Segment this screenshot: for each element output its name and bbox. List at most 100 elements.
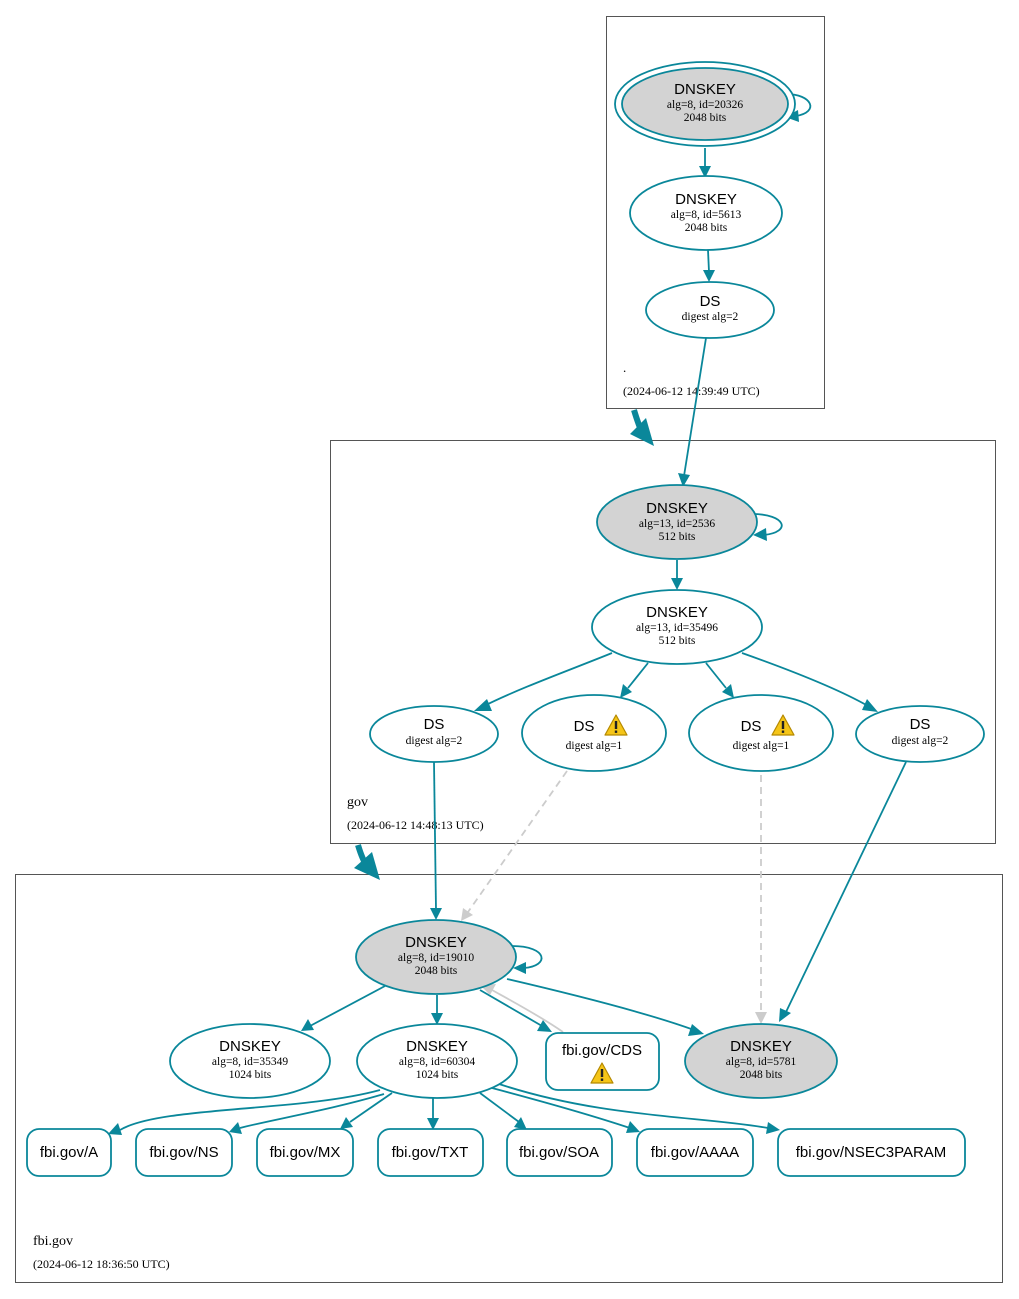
node-gov-ds-2-title: DS — [574, 718, 595, 735]
edge-gov-zsk-to-ds-4 — [741, 652, 878, 712]
node-gov-ds-1[interactable]: DS digest alg=2 — [369, 705, 499, 763]
zone-gov-name: gov — [347, 795, 368, 810]
rrset-label: fbi.gov/NSEC3PARAM — [796, 1144, 947, 1161]
node-rrset-soa[interactable]: fbi.gov/SOA — [506, 1128, 613, 1177]
node-rrset-nsec3param[interactable]: fbi.gov/NSEC3PARAM — [777, 1128, 966, 1177]
node-gov-zsk-id: alg=13, id=35496 — [636, 622, 718, 634]
edge-fbi-zsk-to-rrset-mx — [340, 1092, 393, 1129]
node-fbi-zsk[interactable]: DNSKEY alg=8, id=60304 1024 bits — [356, 1023, 518, 1099]
zone-fbi: fbi.gov (2024-06-12 18:36:50 UTC) — [15, 874, 1003, 1283]
edge-fbi-zsk-to-rrset-aaaa — [491, 1087, 640, 1133]
node-root-ksk[interactable]: DNSKEY alg=8, id=20326 2048 bits — [614, 61, 796, 147]
node-fbi-ksk-bits: 2048 bits — [415, 965, 458, 977]
edge-fbi-zsk-to-rrset-a — [108, 1089, 381, 1135]
node-fbi-cds[interactable]: fbi.gov/CDS — [545, 1032, 660, 1091]
node-gov-zsk-title: DNSKEY — [646, 604, 708, 621]
edge-gov-zsk-to-ds-2 — [620, 662, 649, 698]
node-fbi-key-5781-title: DNSKEY — [730, 1038, 792, 1055]
node-fbi-zsk-id: alg=8, id=60304 — [399, 1056, 475, 1068]
edge-gov-ds-4-to-fbi-key5781 — [779, 761, 907, 1022]
edge-fbi-ksk-to-key5781 — [506, 978, 704, 1036]
node-fbi-zsk-title: DNSKEY — [406, 1038, 468, 1055]
node-gov-ds-4-title: DS — [910, 716, 931, 733]
node-gov-zsk-bits: 512 bits — [659, 635, 696, 647]
edge-gov-zsk-to-ds-1 — [474, 652, 613, 711]
node-gov-ds-2[interactable]: DS digest alg=1 — [521, 694, 667, 772]
node-rrset-txt[interactable]: fbi.gov/TXT — [377, 1128, 484, 1177]
node-fbi-key-35349-title: DNSKEY — [219, 1038, 281, 1055]
rrset-label: fbi.gov/AAAA — [651, 1144, 739, 1161]
node-gov-ds-1-digest: digest alg=2 — [406, 735, 463, 747]
node-gov-zsk[interactable]: DNSKEY alg=13, id=35496 512 bits — [591, 589, 763, 665]
edge-fbi-zsk-to-rrset-txt — [427, 1098, 439, 1130]
edge-gov-zsk-to-ds-3 — [705, 662, 734, 698]
node-root-zsk-title: DNSKEY — [675, 191, 737, 208]
node-rrset-ns[interactable]: fbi.gov/NS — [135, 1128, 233, 1177]
node-gov-ksk-title: DNSKEY — [646, 500, 708, 517]
node-fbi-zsk-bits: 1024 bits — [416, 1069, 459, 1081]
node-fbi-ksk-id: alg=8, id=19010 — [398, 952, 474, 964]
edge-root-ksk-to-zsk — [699, 148, 711, 178]
node-fbi-key-5781[interactable]: DNSKEY alg=8, id=5781 2048 bits — [684, 1023, 838, 1099]
zone-gov-box — [330, 440, 996, 844]
edge-fbi-zsk-to-rrset-ns — [229, 1093, 385, 1134]
zone-fbi-name: fbi.gov — [33, 1234, 73, 1249]
edge-root-ds-to-gov-ksk — [678, 337, 707, 487]
node-gov-ds-3[interactable]: DS digest alg=1 — [688, 694, 834, 772]
zone-fbi-box — [15, 874, 1003, 1283]
edge-gov-ds-1-to-fbi-ksk — [430, 761, 442, 920]
edge-gov-ksk-to-zsk — [671, 560, 683, 590]
node-root-ds[interactable]: DS digest alg=2 — [645, 281, 775, 339]
node-fbi-ksk[interactable]: DNSKEY alg=8, id=19010 2048 bits — [355, 919, 517, 995]
node-root-zsk[interactable]: DNSKEY alg=8, id=5613 2048 bits — [629, 175, 783, 251]
node-fbi-key-5781-bits: 2048 bits — [740, 1069, 783, 1081]
rrset-label: fbi.gov/NS — [149, 1144, 218, 1161]
node-gov-ds-3-digest: digest alg=1 — [733, 740, 790, 752]
node-gov-ksk-bits: 512 bits — [659, 531, 696, 543]
node-root-zsk-bits: 2048 bits — [685, 222, 728, 234]
node-gov-ds-4-digest: digest alg=2 — [892, 735, 949, 747]
zone-fbi-timestamp: (2024-06-12 18:36:50 UTC) — [33, 1257, 170, 1271]
edge-fbi-zsk-to-rrset-nsec3param — [495, 1082, 780, 1134]
node-rrset-a[interactable]: fbi.gov/A — [26, 1128, 112, 1177]
rrset-label: fbi.gov/A — [40, 1144, 98, 1161]
node-rrset-aaaa[interactable]: fbi.gov/AAAA — [636, 1128, 754, 1177]
node-rrset-mx[interactable]: fbi.gov/MX — [256, 1128, 354, 1177]
node-gov-ds-3-title: DS — [741, 718, 762, 735]
edge-fbi-ksk-to-zsk — [431, 995, 443, 1025]
delegation-gov-to-fbi — [354, 844, 380, 880]
zone-root: . (2024-06-12 14:39:49 UTC) — [606, 16, 825, 409]
edge-fbi-ksk-to-cds — [479, 989, 552, 1032]
node-root-ksk-title: DNSKEY — [674, 81, 736, 98]
rrset-label: fbi.gov/TXT — [392, 1144, 469, 1161]
edge-fbi-ksk-to-key35349 — [301, 985, 386, 1031]
node-fbi-key-35349[interactable]: DNSKEY alg=8, id=35349 1024 bits — [169, 1023, 331, 1099]
node-root-ksk-id: alg=8, id=20326 — [667, 99, 743, 111]
node-root-ksk-bits: 2048 bits — [684, 112, 727, 124]
edge-gov-ds-2-to-fbi-ksk — [461, 770, 568, 921]
node-root-ds-digest: digest alg=2 — [682, 311, 739, 323]
edge-fbi-ksk-self — [511, 945, 543, 974]
edge-gov-ds-3-to-fbi-key5781 — [755, 775, 767, 1024]
node-gov-ksk[interactable]: DNSKEY alg=13, id=2536 512 bits — [596, 484, 758, 560]
edge-gov-ksk-self — [751, 513, 783, 541]
node-fbi-cds-label: fbi.gov/CDS — [562, 1042, 642, 1059]
zone-root-name: . — [623, 360, 626, 375]
delegation-root-to-gov — [630, 409, 654, 446]
node-gov-ds-4[interactable]: DS digest alg=2 — [855, 705, 985, 763]
node-fbi-key-5781-id: alg=8, id=5781 — [726, 1056, 797, 1068]
node-gov-ds-2-digest: digest alg=1 — [566, 740, 623, 752]
node-gov-ksk-id: alg=13, id=2536 — [639, 518, 715, 530]
edge-fbi-zsk-to-rrset-soa — [479, 1092, 527, 1130]
node-fbi-ksk-title: DNSKEY — [405, 934, 467, 951]
node-fbi-key-35349-bits: 1024 bits — [229, 1069, 272, 1081]
node-root-zsk-id: alg=8, id=5613 — [671, 209, 742, 221]
zone-gov: gov (2024-06-12 14:48:13 UTC) — [330, 440, 996, 844]
edge-root-zsk-to-ds — [703, 249, 715, 282]
node-gov-ds-1-title: DS — [424, 716, 445, 733]
rrset-label: fbi.gov/SOA — [519, 1144, 599, 1161]
edge-fbi-cds-to-ksk — [480, 984, 564, 1033]
zone-gov-timestamp: (2024-06-12 14:48:13 UTC) — [347, 818, 484, 832]
node-fbi-key-35349-id: alg=8, id=35349 — [212, 1056, 288, 1068]
